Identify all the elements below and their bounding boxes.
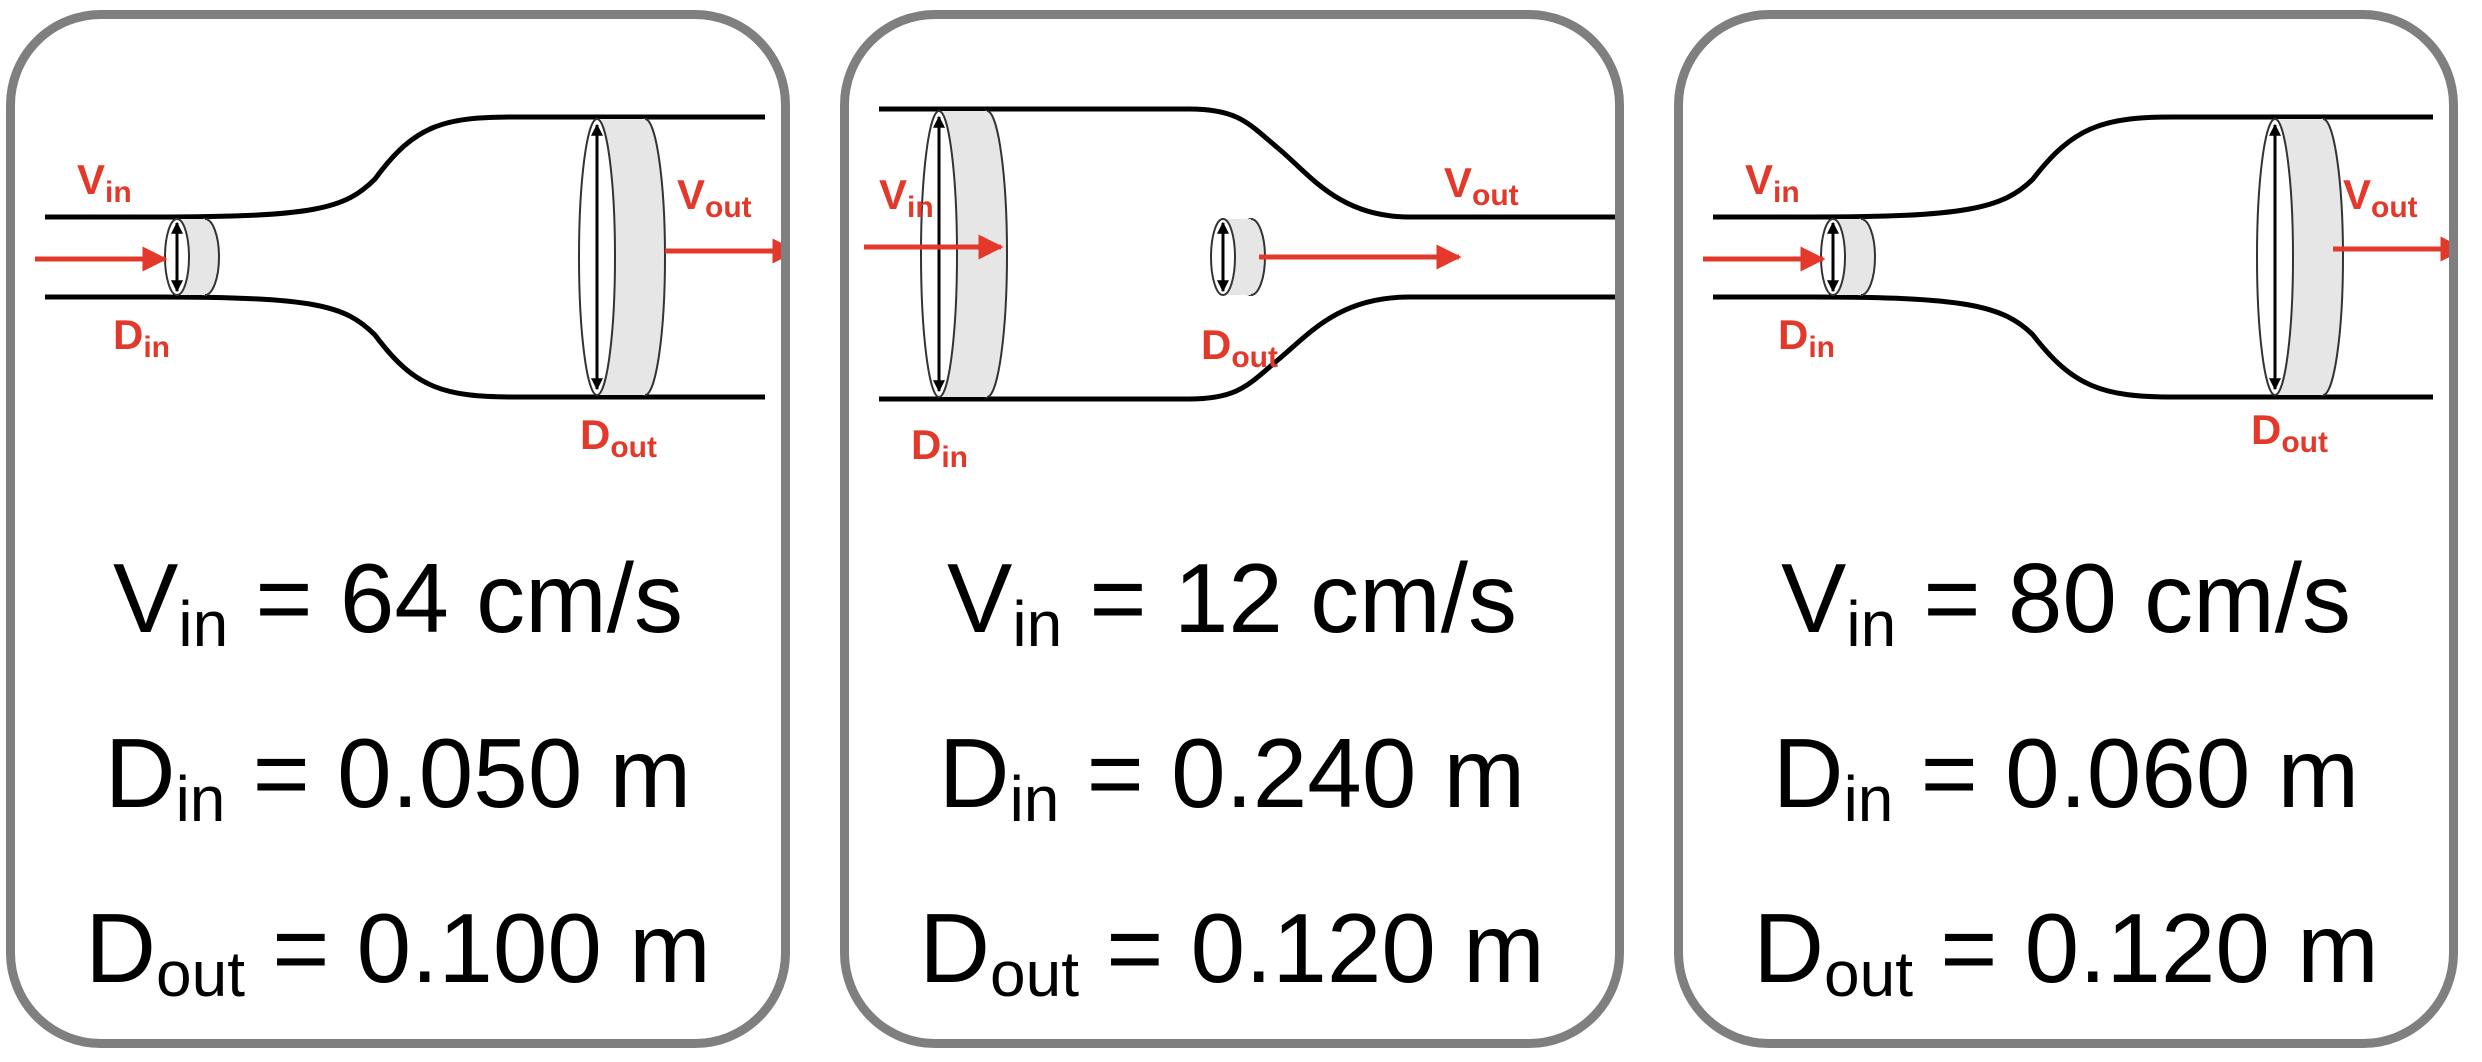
v-in-equation: Vin = 64 cm/s	[113, 543, 683, 660]
v-out-label: Vout	[2343, 171, 2418, 224]
v-in-equation: Vin = 12 cm/s	[947, 543, 1517, 660]
v-in-label: Vin	[77, 156, 132, 209]
pipe-diagram-2: Vin Vout Din Dout	[864, 106, 1615, 474]
d-in-label: Din	[911, 421, 968, 474]
panel-3: Vin Vout Din Dout Vin = 80 cm/s Din = 0.…	[1674, 10, 2458, 1048]
d-out-equation: Dout = 0.120 m	[919, 893, 1545, 1010]
panel-2: Vin Vout Din Dout Vin = 12 cm/s Din = 0.…	[840, 10, 1624, 1048]
d-out-equation: Dout = 0.100 m	[85, 893, 711, 1010]
d-out-label: Dout	[1201, 321, 1278, 374]
d-out-equation: Dout = 0.120 m	[1753, 893, 2379, 1010]
pipe-bottom-wall	[45, 294, 765, 400]
d-in-equation: Din = 0.060 m	[1772, 718, 2360, 835]
pipe-top-wall	[45, 114, 765, 220]
d-in-equation: Din = 0.240 m	[938, 718, 1526, 835]
d-in-equation: Din = 0.050 m	[104, 718, 692, 835]
v-out-label: Vout	[677, 171, 752, 224]
pipe-bottom-wall	[1713, 294, 2433, 400]
v-in-label: Vin	[1745, 156, 1800, 209]
pipe-top-wall	[1713, 114, 2433, 220]
d-in-label: Din	[1778, 311, 1835, 364]
d-out-label: Dout	[580, 411, 657, 464]
pipe-top-wall	[879, 106, 1615, 220]
v-out-label: Vout	[1444, 159, 1519, 212]
pipe-diagram-3: Vin Vout Din Dout	[1703, 114, 2449, 459]
v-in-equation: Vin = 80 cm/s	[1781, 543, 2351, 660]
pipe-bottom-wall	[879, 294, 1615, 402]
pipe-diagram-1: Vin Vout Din Dout	[35, 114, 781, 464]
panel-1: Vin Vout Din Dout Vin = 64 cm/s Din = 0.…	[6, 10, 790, 1048]
v-in-label: Vin	[879, 171, 934, 224]
d-out-label: Dout	[2251, 406, 2328, 459]
d-in-label: Din	[113, 311, 170, 364]
